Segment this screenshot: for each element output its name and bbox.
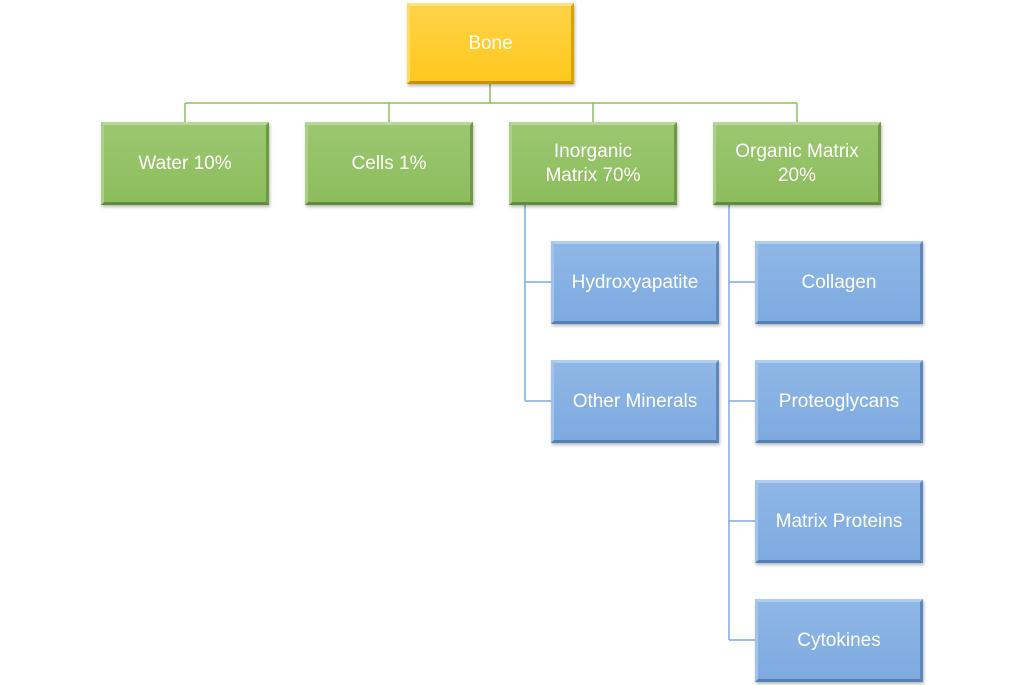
node-matrix-proteins: Matrix Proteins (755, 480, 923, 563)
node-cells: Cells 1% (305, 122, 473, 205)
node-cytokines: Cytokines (755, 599, 923, 682)
node-other-minerals-label: Other Minerals (572, 390, 698, 412)
node-bone: Bone (407, 3, 574, 84)
inorganic-connectors (524, 205, 551, 402)
node-cells-label: Cells 1% (351, 152, 427, 174)
root-connectors (184, 84, 798, 122)
organic-connectors (728, 205, 755, 641)
node-hydroxyapatite-label: Hydroxyapatite (571, 271, 699, 293)
node-collagen-label: Collagen (801, 271, 877, 293)
node-hydroxyapatite: Hydroxyapatite (551, 241, 719, 324)
node-cytokines-label: Cytokines (797, 629, 881, 651)
node-inorganic-matrix: Inorganic Matrix 70% (509, 122, 677, 205)
node-matrix-proteins-label: Matrix Proteins (775, 510, 903, 532)
node-collagen: Collagen (755, 241, 923, 324)
node-organic-matrix-label: Organic Matrix 20% (735, 140, 859, 186)
node-inorganic-matrix-label: Inorganic Matrix 70% (545, 140, 641, 186)
node-water-label: Water 10% (138, 152, 232, 174)
node-organic-matrix: Organic Matrix 20% (713, 122, 881, 205)
node-proteoglycans-label: Proteoglycans (778, 390, 900, 412)
node-proteoglycans: Proteoglycans (755, 360, 923, 443)
node-other-minerals: Other Minerals (551, 360, 719, 443)
node-bone-label: Bone (468, 32, 513, 54)
node-water: Water 10% (101, 122, 269, 205)
